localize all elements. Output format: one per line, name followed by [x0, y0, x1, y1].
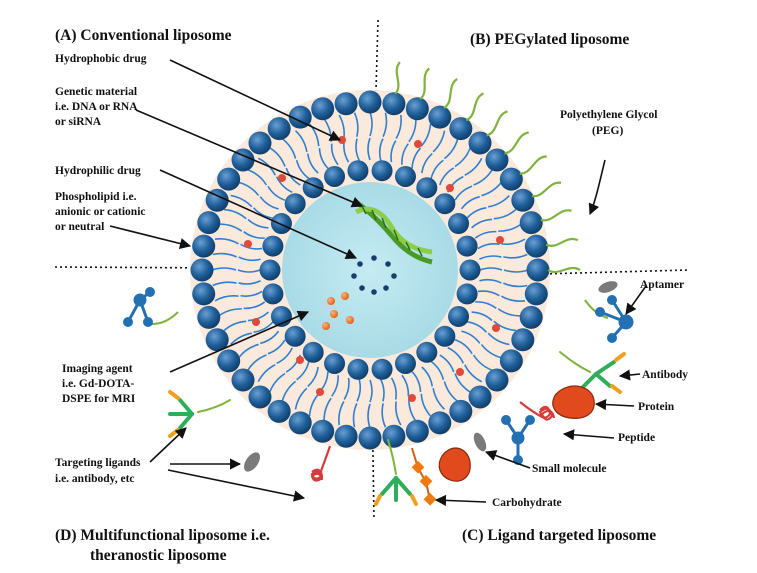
label-targeting-2: i.e. antibody, etc	[55, 473, 135, 485]
arrow-carbohydrate	[434, 494, 487, 506]
protein-icon-bottom	[438, 447, 471, 482]
label-hydrophobic-drug: Hydrophobic drug	[55, 53, 147, 65]
aptamer-icon	[584, 295, 634, 343]
label-imaging-1: Imaging agent	[62, 363, 133, 375]
arrow-protein	[594, 398, 635, 411]
arrow-targeting-1	[149, 427, 187, 463]
label-peg-2: (PEG)	[592, 125, 623, 137]
arrow-antibody	[618, 369, 641, 381]
label-phospholipid-2: anionic or cationic	[55, 206, 146, 218]
arrow-genetic	[135, 109, 364, 208]
label-genetic-2: i.e. DNA or RNA	[55, 101, 138, 113]
arrow-phospholipid	[109, 225, 192, 249]
small-molecule-icon-left	[244, 452, 260, 472]
title-b: (B) PEGylated liposome	[470, 31, 629, 48]
small-molecule-icon	[473, 432, 487, 452]
label-genetic-1: Genetic material	[55, 86, 137, 98]
protein-icon	[552, 385, 595, 419]
lipid-bilayer	[190, 90, 550, 450]
label-hydrophilic-drug: Hydrophilic drug	[55, 165, 141, 177]
title-d-line1: (D) Multifunctional liposome i.e.	[55, 527, 270, 544]
label-phospholipid-3: or neutral	[55, 221, 104, 233]
arrow-hydrophobic	[169, 59, 342, 141]
title-c: (C) Ligand targeted liposome	[462, 527, 656, 544]
arrow-peg	[588, 159, 606, 216]
arrow-peptide	[562, 429, 615, 441]
arrow-hydrophilic	[159, 169, 358, 259]
title-d-line2: theranostic liposome	[90, 547, 227, 564]
inner-phospholipid-heads	[259, 160, 481, 380]
label-aptamer: Aptamer	[640, 279, 684, 291]
antibody-icon	[559, 351, 626, 394]
label-phospholipid-1: Phospholipid i.e.	[55, 191, 137, 203]
aptamer-icon-left	[123, 287, 179, 327]
label-peg-1: Polyethylene Glycol	[560, 109, 657, 121]
label-imaging-3: DSPE for MRI	[62, 393, 136, 405]
arrow-targeting-3	[167, 469, 306, 502]
label-protein: Protein	[638, 401, 675, 413]
arrow-small-molecule	[484, 450, 531, 469]
label-genetic-3: or siRNA	[55, 116, 102, 128]
imaging-agent-icon	[322, 292, 354, 330]
label-antibody: Antibody	[642, 369, 688, 381]
label-small-molecule: Small molecule	[532, 463, 606, 475]
label-targeting-1: Targeting ligands	[55, 457, 141, 469]
antibody-icon-bottom	[374, 439, 418, 506]
label-carbohydrate: Carbohydrate	[492, 497, 562, 509]
aptamer-icon-bottom	[501, 415, 535, 465]
hydrophilic-drug-icon	[351, 255, 397, 295]
label-peptide: Peptide	[618, 432, 655, 444]
label-imaging-2: i.e. Gd-DOTA-	[62, 378, 134, 390]
hydrophobic-drug-dots	[244, 136, 504, 402]
antibody-icon-left	[168, 390, 231, 438]
peptide-icon	[519, 401, 556, 421]
aqueous-core	[282, 182, 458, 358]
peg-chains	[394, 61, 581, 274]
arrow-aptamer	[625, 285, 647, 315]
outer-phospholipid-heads	[190, 90, 550, 450]
dna-helix-icon	[354, 199, 433, 265]
small-molecule-icon-right	[598, 281, 618, 293]
title-a: (A) Conventional liposome	[55, 27, 232, 44]
carbohydrate-icon	[411, 447, 437, 506]
peptide-icon-left	[310, 445, 332, 482]
arrow-imaging	[169, 310, 310, 373]
